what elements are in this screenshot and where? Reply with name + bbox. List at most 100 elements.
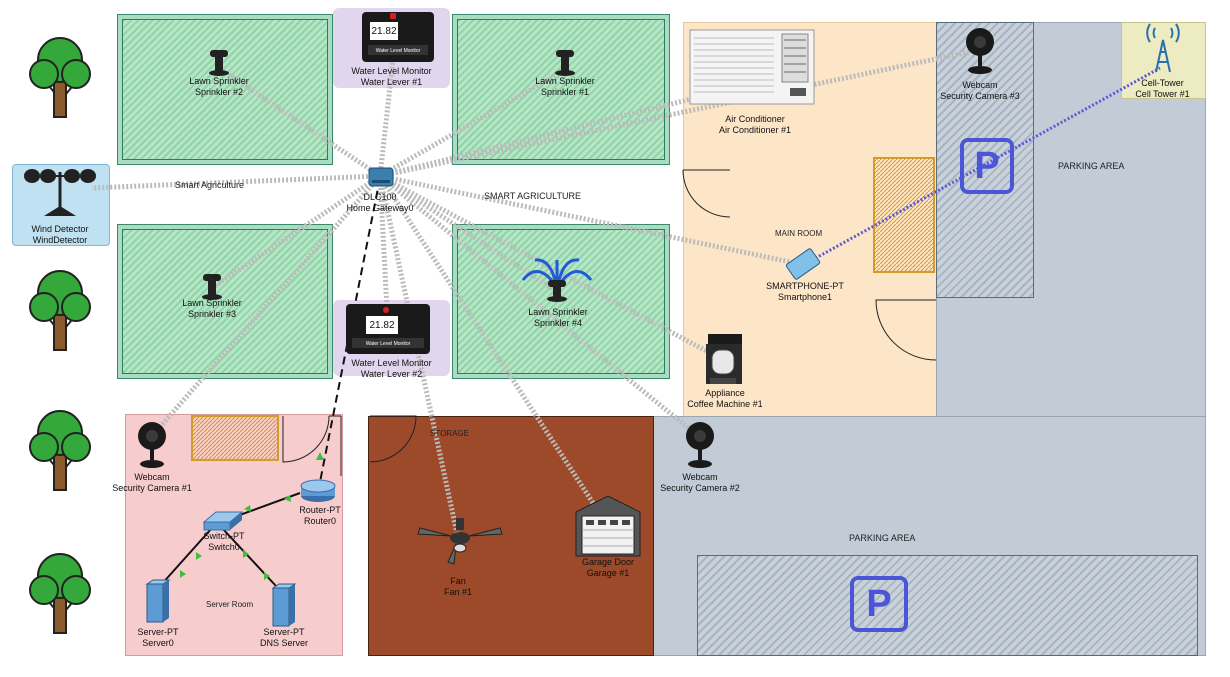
- home-gateway-icon: [368, 167, 394, 187]
- device-name: Garage #1: [586, 568, 630, 578]
- sprinkler-active-icon: [521, 258, 593, 302]
- device-type: Water Level Monitor: [351, 66, 432, 76]
- field-bottom-right: [452, 224, 670, 379]
- tower-panel: [1121, 22, 1206, 99]
- device-type: Server-PT: [137, 627, 179, 637]
- tree-icon: [29, 37, 91, 118]
- wlm1-caption: Water Level Monitor: [375, 48, 421, 54]
- device-name: Cell Tower #1: [1135, 89, 1190, 99]
- area-title-main-room: MAIN ROOM: [775, 229, 823, 238]
- device-type: Garage Door: [581, 557, 635, 567]
- coffee-machine-icon: [706, 334, 742, 384]
- device-name: Water Lever #2: [360, 369, 423, 379]
- device-name: Router0: [303, 516, 337, 526]
- air-conditioner-icon: [689, 29, 815, 105]
- parking-sign-icon: [850, 576, 908, 632]
- device-type: Webcam: [134, 472, 170, 482]
- parking-sign-letter: P: [866, 583, 892, 625]
- device-type: Wind Detector: [31, 224, 89, 234]
- wlm2-reading: 21.82: [369, 320, 395, 331]
- area-title-smart-agriculture-right: SMART AGRICULTURE: [484, 191, 582, 201]
- device-name: WindDetector: [32, 235, 88, 245]
- door-main-room: [282, 169, 937, 463]
- area-title-parking-top: PARKING AREA: [1058, 161, 1125, 171]
- water-level-monitor-icon: [362, 12, 434, 62]
- garage-door-icon: [575, 495, 641, 557]
- device-name: Switch0: [208, 542, 240, 552]
- webcam-icon: [138, 422, 166, 468]
- device-type: Switch-PT: [203, 531, 245, 541]
- wlm2-caption: Water Level Monitor: [365, 341, 411, 347]
- device-type: Appliance: [705, 388, 745, 398]
- parking-sign-letter: P: [974, 145, 1000, 187]
- sprinkler-icon: [202, 274, 222, 300]
- device-type: Webcam: [682, 472, 718, 482]
- device-type: Lawn Sprinkler: [182, 298, 242, 308]
- device-type: Lawn Sprinkler: [535, 76, 595, 86]
- area-title-server-room: Server Room: [206, 600, 254, 609]
- sprinkler-icon: [209, 50, 229, 76]
- device-name: Sprinkler #4: [533, 318, 583, 328]
- device-type: Cell-Tower: [1141, 78, 1184, 88]
- device-name: Security Camera #2: [660, 483, 740, 493]
- webcam-icon: [686, 422, 714, 468]
- server-icon: [145, 579, 171, 623]
- device-name: Air Conditioner #1: [718, 125, 792, 135]
- tree-icon: [29, 410, 91, 491]
- parking-lane-bottom: [697, 555, 1198, 656]
- device-name: Sprinkler #2: [194, 87, 244, 97]
- device-type: DLC100: [363, 192, 397, 202]
- sprinkler-icon: [555, 50, 575, 76]
- device-type: Air Conditioner: [725, 114, 785, 124]
- area-title-parking-bottom: PARKING AREA: [849, 533, 916, 543]
- device-name: Sprinkler #3: [187, 309, 237, 319]
- wireless-links: [91, 47, 979, 539]
- device-name: DNS Server: [259, 638, 308, 648]
- device-name: Security Camera #1: [112, 483, 192, 493]
- water-level-monitor-icon: [346, 304, 430, 354]
- device-name: Smartphone1: [777, 292, 833, 302]
- cellular-link: [804, 66, 1161, 266]
- device-name: Fan #1: [443, 587, 473, 597]
- wlm1-reading: 21.82: [371, 26, 397, 37]
- sofa-server-room: [191, 415, 279, 461]
- device-type: SMARTPHONE-PT: [766, 281, 844, 291]
- parking-sign-icon: [960, 138, 1014, 194]
- tree-icon: [29, 553, 91, 634]
- tree-icon: [29, 270, 91, 351]
- device-name: Server0: [142, 638, 174, 648]
- area-title-smart-agriculture-left: Smart Agriculture: [175, 180, 245, 190]
- device-type: Lawn Sprinkler: [528, 307, 588, 317]
- router-icon: [300, 479, 336, 502]
- device-name: Home Gateway0: [346, 203, 414, 213]
- area-title-storage: STORAGE: [430, 429, 469, 438]
- switch-icon: [202, 511, 244, 531]
- sofa-main-room: [873, 157, 935, 273]
- device-type: Water Level Monitor: [351, 358, 432, 368]
- fan-icon: [417, 518, 503, 565]
- smartphone-icon: [785, 248, 821, 280]
- device-name: Security Camera #3: [940, 91, 1020, 101]
